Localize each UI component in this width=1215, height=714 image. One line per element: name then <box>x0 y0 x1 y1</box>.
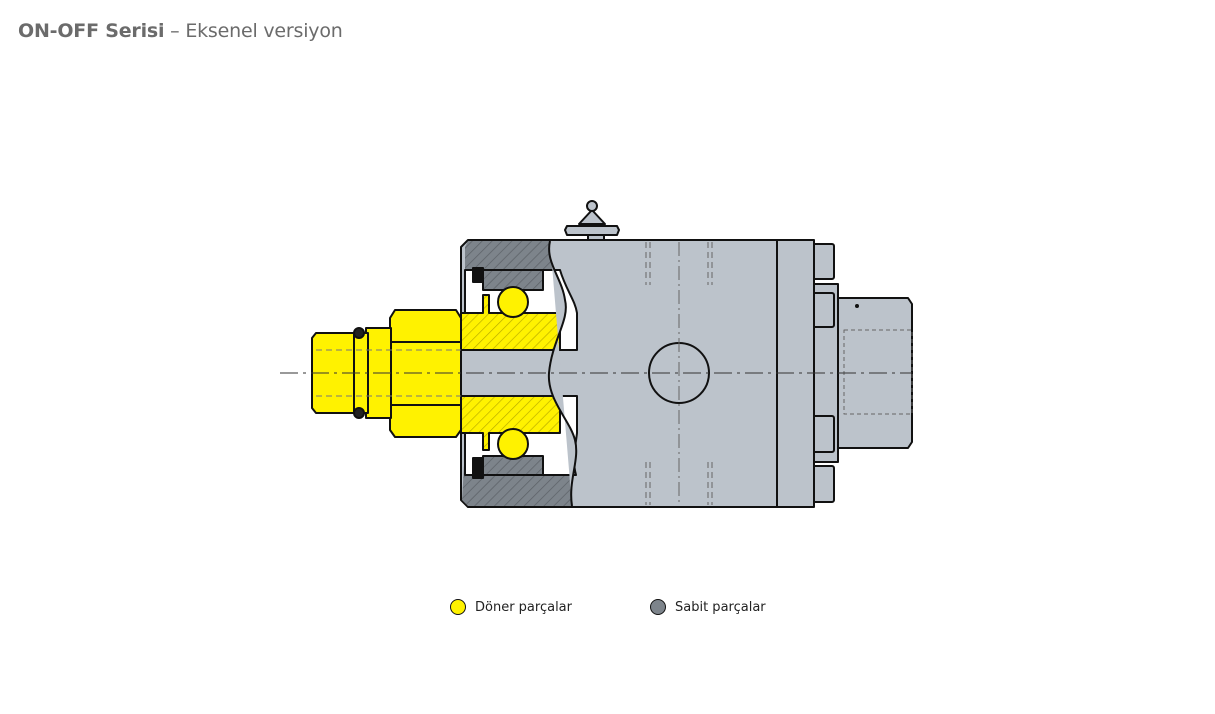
o-ring <box>353 327 365 339</box>
legend-label: Döner parçalar <box>475 599 572 615</box>
bolt-tab <box>811 243 835 280</box>
o-ring <box>353 407 365 419</box>
bolt-tab <box>811 415 835 453</box>
title-series: ON-OFF Serisi <box>18 20 165 42</box>
page-title: ON-OFF Serisi – Eksenel versiyon <box>18 20 343 42</box>
bearing-ball <box>497 286 529 318</box>
legend-stationary-parts: Sabit parçalar <box>650 599 766 615</box>
legend-rotating-parts: Döner parçalar <box>450 599 572 615</box>
title-version: – Eksenel versiyon <box>164 20 343 42</box>
gray-dot-icon <box>650 599 666 615</box>
legend-label: Sabit parçalar <box>675 599 766 615</box>
rotating-shaft <box>460 294 561 351</box>
inlet-fitting <box>311 332 355 414</box>
seal <box>472 267 484 283</box>
seal <box>472 457 484 479</box>
yellow-dot-icon <box>450 599 466 615</box>
grease-nipple <box>564 200 620 241</box>
bearing-ball <box>497 428 529 460</box>
bolt-tab <box>811 292 835 328</box>
bolt-tab <box>811 465 835 503</box>
